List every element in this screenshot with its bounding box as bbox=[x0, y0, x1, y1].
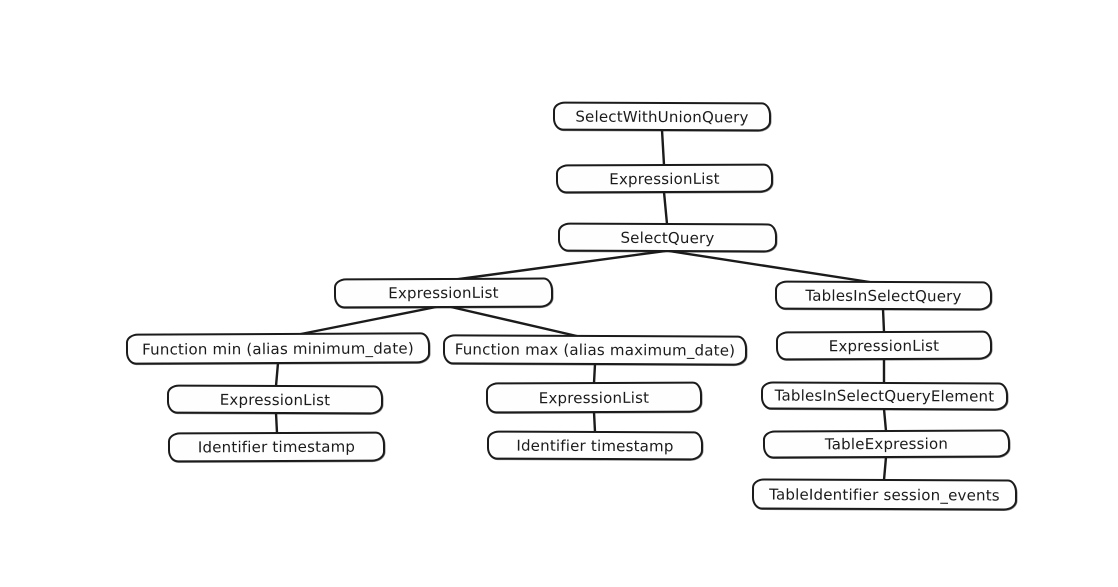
node-tables-in-select-query: TablesInSelectQuery bbox=[774, 280, 993, 311]
node-select-with-union-query: SelectWithUnionQuery bbox=[552, 101, 772, 132]
node-expression-list-tables: ExpressionList bbox=[775, 330, 993, 361]
node-expression-list-root: ExpressionList bbox=[555, 163, 774, 194]
edge-function-min-to-expressionlist bbox=[274, 361, 280, 388]
node-identifier-timestamp-max: Identifier timestamp bbox=[486, 430, 704, 461]
edge-tablesinselectqueryelement-to-tableexpression bbox=[882, 407, 888, 433]
node-function-max: Function max (alias maximum_date) bbox=[442, 334, 748, 366]
node-expression-list-max: ExpressionList bbox=[485, 381, 703, 414]
edge-expressionlist-to-identifier-max bbox=[592, 410, 597, 434]
edge-selectquery-to-expressionlist bbox=[450, 249, 667, 282]
edge-union-to-expressionlist bbox=[660, 128, 666, 167]
node-function-min: Function min (alias minimum_date) bbox=[125, 332, 431, 365]
node-table-identifier: TableIdentifier session_events bbox=[751, 478, 1018, 511]
edge-expressionlist-to-function-min bbox=[294, 305, 438, 337]
edge-expressionlist-to-selectquery bbox=[662, 190, 669, 226]
edge-expressionlist-to-identifier-min bbox=[274, 411, 279, 435]
edge-function-max-to-expressionlist bbox=[592, 362, 597, 385]
node-expression-list-select: ExpressionList bbox=[333, 277, 554, 309]
node-identifier-timestamp-min: Identifier timestamp bbox=[167, 431, 386, 463]
edge-selectquery-to-tablesinselectquery bbox=[667, 249, 878, 285]
node-select-query: SelectQuery bbox=[557, 222, 778, 253]
node-tables-in-select-query-element: TablesInSelectQueryElement bbox=[760, 381, 1009, 411]
edge-expressionlist-to-function-max bbox=[449, 305, 583, 339]
edge-tablesinselectquery-to-expressionlist bbox=[881, 307, 886, 334]
node-table-expression: TableExpression bbox=[762, 429, 1011, 459]
edge-tableexpression-to-tableidentifier bbox=[882, 455, 888, 482]
node-expression-list-min: ExpressionList bbox=[166, 384, 384, 415]
